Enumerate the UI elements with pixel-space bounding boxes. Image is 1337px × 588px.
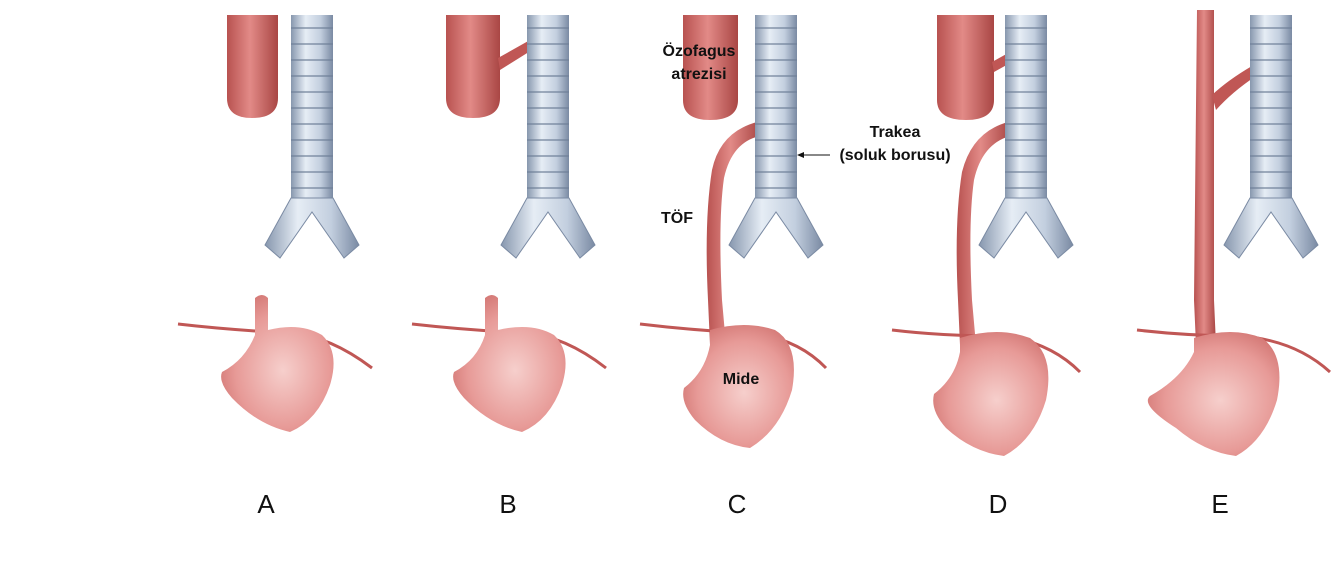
trachea: [728, 15, 824, 259]
distal-fistula: [706, 122, 760, 345]
trachea: [978, 15, 1074, 259]
label-esophagus-atresia-line2: atrezisi: [671, 66, 726, 83]
proximal-fistula: [498, 40, 532, 70]
upper-esophagus-pouch: [683, 15, 738, 120]
h-type-fistula: [1212, 66, 1256, 110]
label-trachea-line1: Trakea: [870, 124, 921, 141]
panel-letter-e: E: [1211, 489, 1228, 519]
panel-d: D: [891, 15, 1082, 519]
panel-a: A: [177, 15, 373, 519]
panel-b: B: [411, 15, 607, 519]
trachea: [264, 15, 360, 259]
panel-letter-a: A: [257, 489, 275, 519]
panel-letter-d: D: [989, 489, 1008, 519]
panel-e: E: [1136, 10, 1332, 519]
stomach: [453, 295, 566, 432]
upper-esophagus-pouch: [937, 15, 994, 120]
label-esophagus-atresia-line1: Özofagus: [663, 41, 736, 60]
distal-fistula: [956, 122, 1010, 345]
trachea-pointer-arrow: [797, 152, 804, 158]
upper-esophagus-pouch: [227, 15, 278, 118]
label-tof: TÖF: [661, 208, 693, 227]
label-trachea-line2: (soluk borusu): [839, 147, 950, 164]
label-stomach: Mide: [723, 371, 760, 388]
stomach: [933, 332, 1049, 456]
esophagus-continuous: [1194, 10, 1216, 345]
panel-letter-c: C: [728, 489, 747, 519]
panel-letter-b: B: [499, 489, 516, 519]
trachea: [1223, 15, 1319, 259]
panel-c: Özofagus atrezisi Trakea (soluk borusu) …: [639, 15, 951, 519]
stomach: [1147, 332, 1280, 456]
upper-esophagus-pouch: [446, 15, 500, 118]
stomach: [683, 325, 794, 448]
stomach: [221, 295, 334, 432]
trachea: [500, 15, 596, 259]
